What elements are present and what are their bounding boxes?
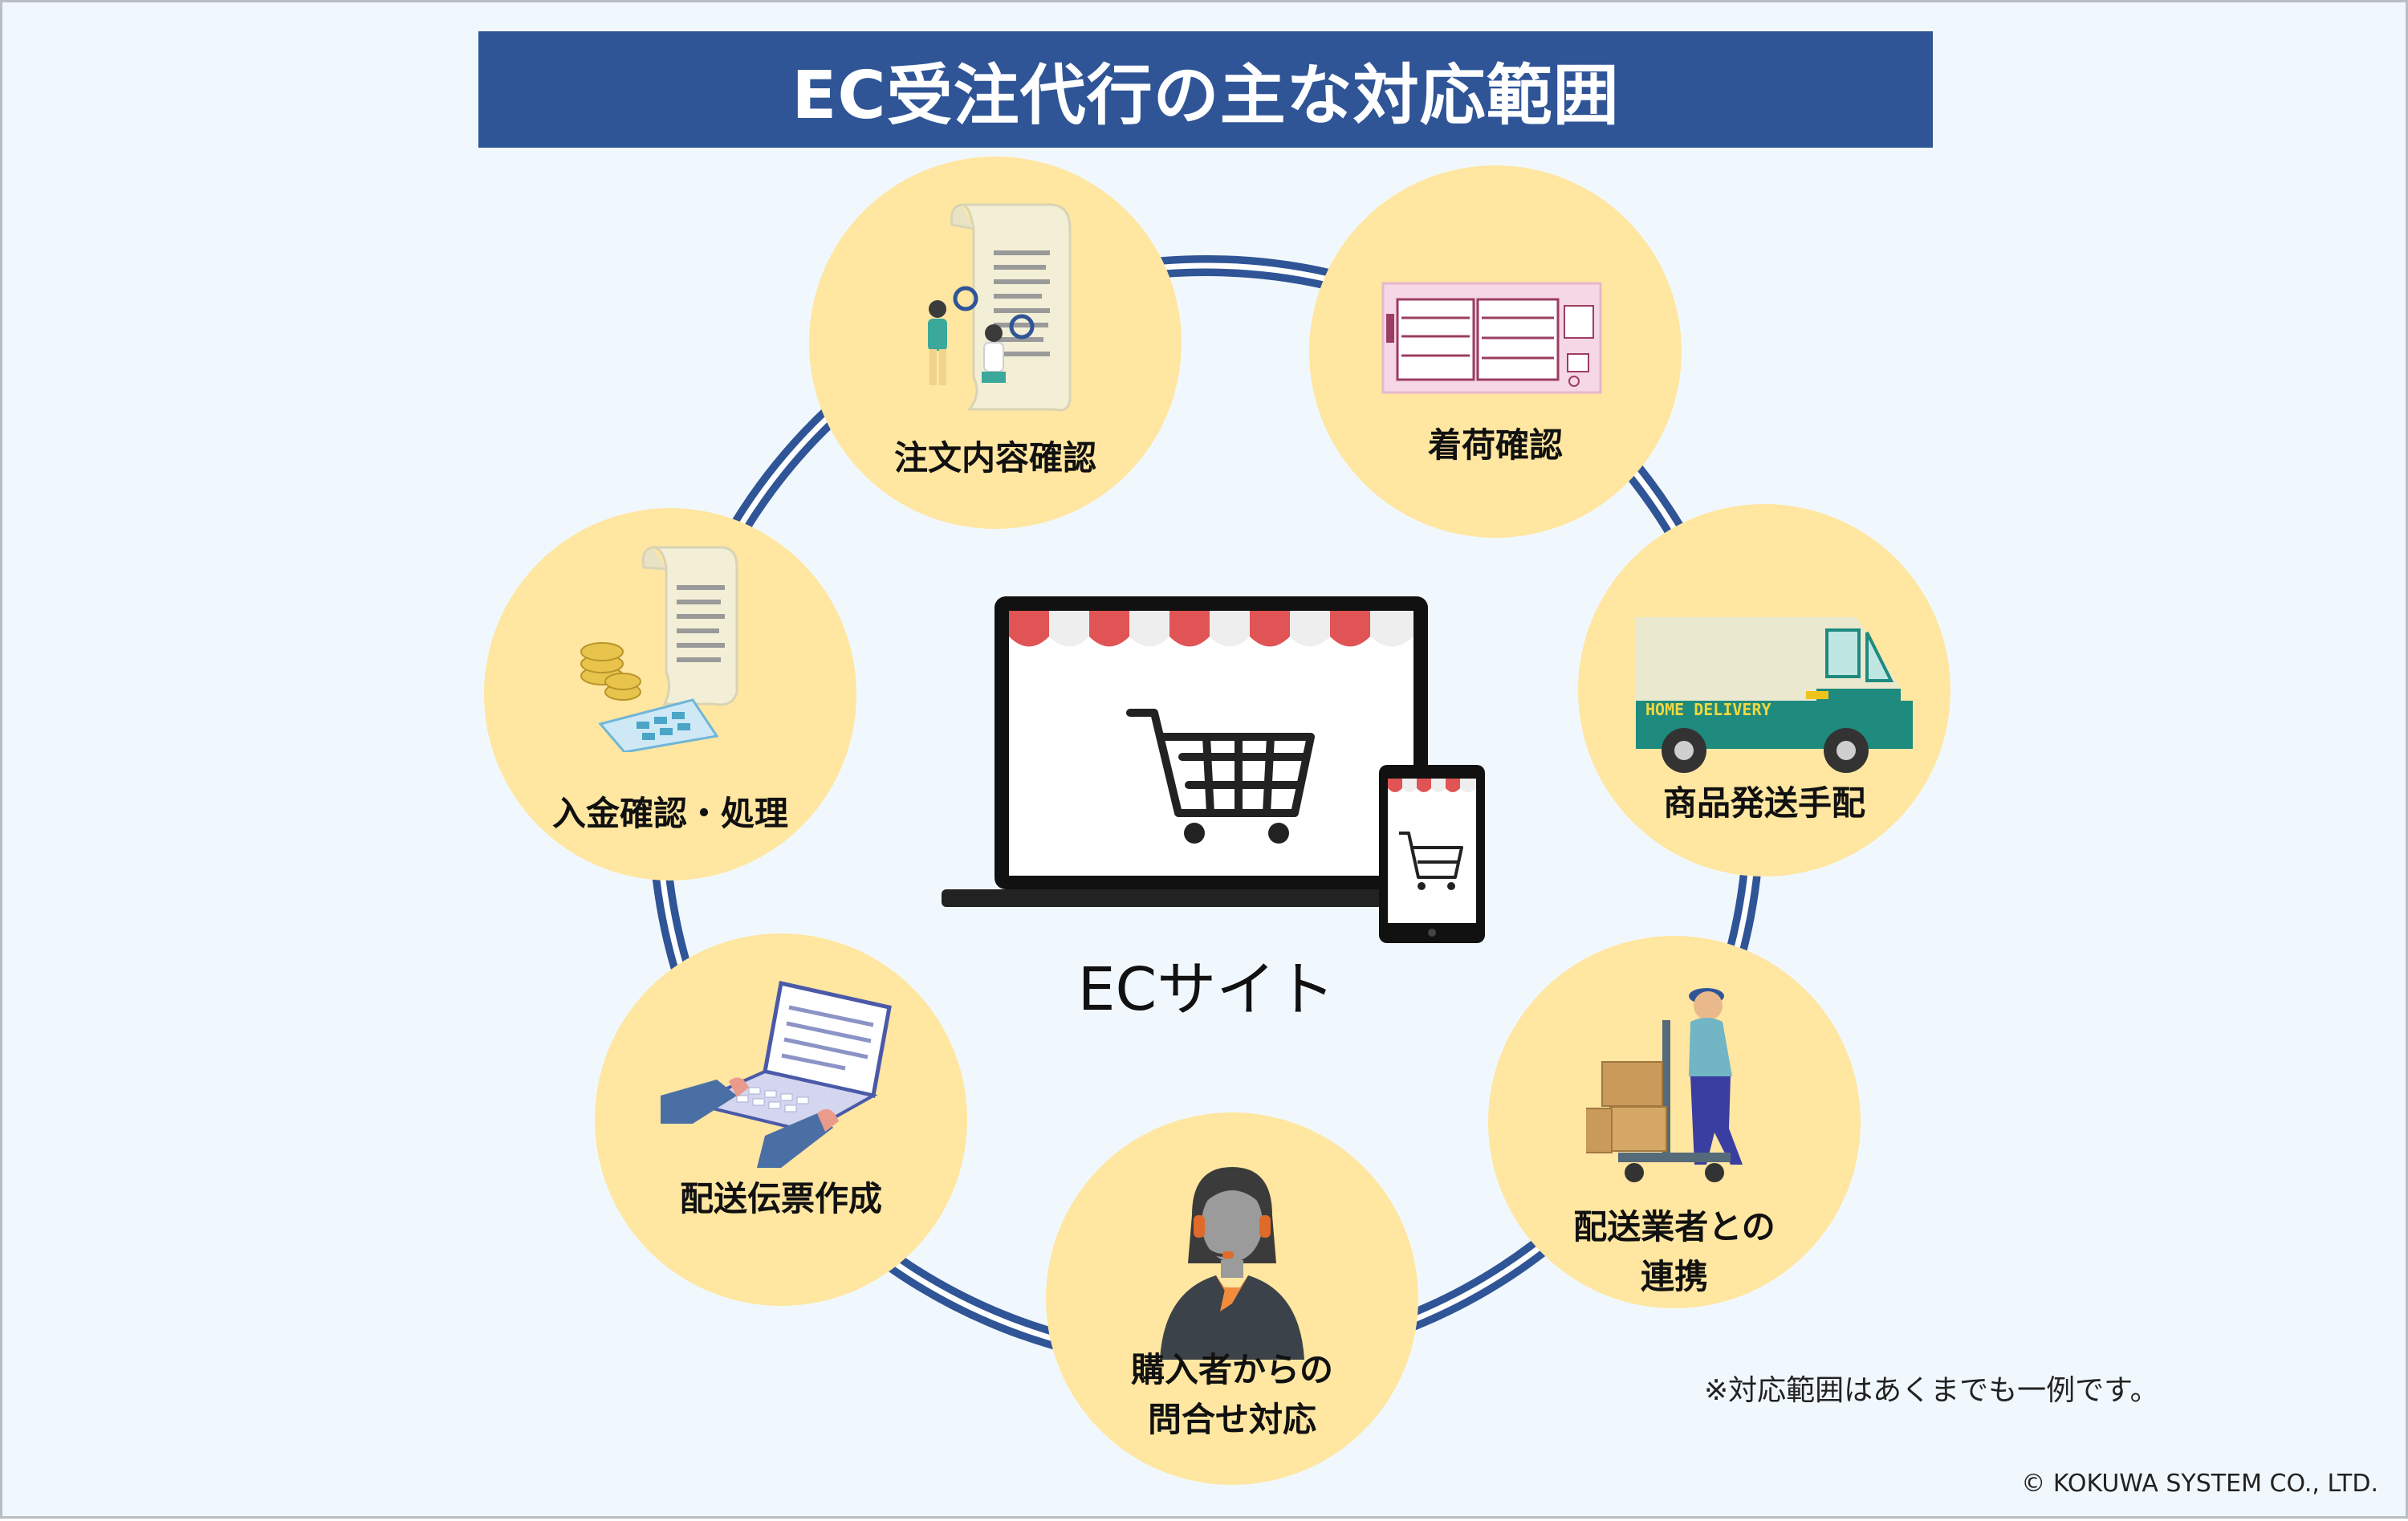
node-label-line: 購入者からの	[1130, 1350, 1333, 1389]
footnote: ※対応範囲はあくまでも一例です。	[1704, 1374, 2159, 1407]
node-slip-creation: 配送伝票作成	[595, 933, 967, 1306]
truck-label: HOME DELIVERY	[1645, 700, 1771, 719]
node-label: 購入者からの 問合せ対応	[1046, 1345, 1418, 1445]
cart-worker-icon	[1586, 988, 1743, 1182]
document-inspection-icon	[928, 203, 1072, 412]
node-label: 入金確認・処理	[551, 794, 788, 833]
node-label: 着荷確認	[1427, 425, 1563, 465]
node-customer-support: 購入者からの 問合せ対応	[1046, 1112, 1418, 1485]
copyright: © KOKUWA SYSTEM CO., LTD.	[2021, 1470, 2378, 1498]
operator-headset-icon	[1160, 1167, 1304, 1360]
node-shipping-arrange: HOME DELIVERY 商品発送手配	[1578, 504, 1950, 876]
node-payment-check: 入金確認・処理	[484, 508, 856, 880]
node-label: 商品発送手配	[1662, 783, 1865, 823]
node-label-line: 配送業者との	[1573, 1207, 1775, 1246]
node-label: 配送業者との 連携	[1488, 1202, 1861, 1302]
receipt-calculator-icon	[580, 546, 738, 752]
page-title: EC受注代行の主な対応範囲	[791, 58, 1620, 134]
shop-awning	[1009, 611, 1413, 647]
delivery-truck-icon: HOME DELIVERY	[1636, 617, 1913, 773]
shipping-slip-icon	[1381, 282, 1602, 394]
title-banner: EC受注代行の主な対応範囲	[478, 31, 1933, 148]
node-label: 注文内容確認	[893, 438, 1096, 478]
node-label-line: 連携	[1640, 1257, 1708, 1296]
ec-site-device-icon	[942, 596, 1485, 943]
laptop-typing-icon	[661, 980, 892, 1168]
node-carrier-liaison: 配送業者との 連携	[1488, 936, 1861, 1308]
center-label: ECサイト	[1077, 955, 1336, 1024]
node-order-check: 注文内容確認	[809, 157, 1182, 529]
shopping-cart-icon	[1126, 709, 1315, 817]
node-label: 配送伝票作成	[679, 1179, 882, 1218]
node-arrival-check: 着荷確認	[1309, 165, 1682, 538]
node-label-line: 問合せ対応	[1147, 1400, 1316, 1439]
